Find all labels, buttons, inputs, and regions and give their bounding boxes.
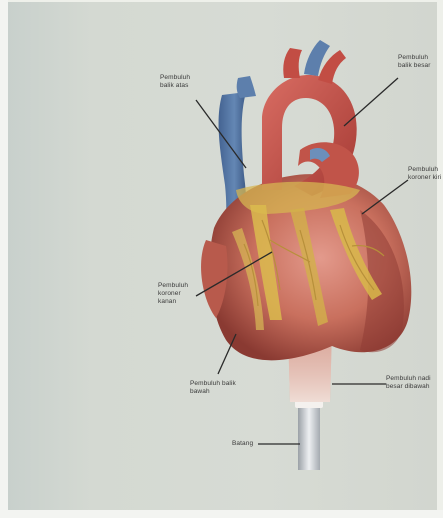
label-superior-vena-cava-line2: balik atas xyxy=(160,82,190,90)
label-aorta-line1: Pembuluh xyxy=(398,54,431,62)
label-descending-aorta-line2: besar dibawah xyxy=(386,383,431,391)
label-inferior-vena-cava: Pembuluh balik bawah xyxy=(190,380,236,396)
label-superior-vena-cava-line1: Pembuluh xyxy=(160,74,190,82)
label-aorta-line2: balik besar xyxy=(398,62,431,70)
label-descending-aorta: Pembuluh nadi besar dibawah xyxy=(386,375,431,391)
label-left-coronary-line2: koroner kiri xyxy=(408,174,441,182)
label-left-coronary-line1: Pembuluh xyxy=(408,166,441,174)
label-inferior-vena-cava-line2: bawah xyxy=(190,388,236,396)
label-right-coronary-line1: Pembuluh xyxy=(158,282,188,290)
label-aorta: Pembuluh balik besar xyxy=(398,54,431,70)
label-right-coronary: Pembuluh koroner kanan xyxy=(158,282,188,306)
aortic-branch-1 xyxy=(283,48,302,78)
label-stand-line1: Batang xyxy=(232,440,253,448)
label-right-coronary-line3: kanan xyxy=(158,298,188,306)
stand-rod xyxy=(298,398,320,470)
label-right-coronary-line2: koroner xyxy=(158,290,188,298)
label-left-coronary: Pembuluh koroner kiri xyxy=(408,166,441,182)
label-descending-aorta-line1: Pembuluh nadi xyxy=(386,375,431,383)
label-stand: Batang xyxy=(232,440,253,448)
brachiocephalic-vein xyxy=(237,76,256,98)
label-superior-vena-cava: Pembuluh balik atas xyxy=(160,74,190,90)
label-inferior-vena-cava-line1: Pembuluh balik xyxy=(190,380,236,388)
